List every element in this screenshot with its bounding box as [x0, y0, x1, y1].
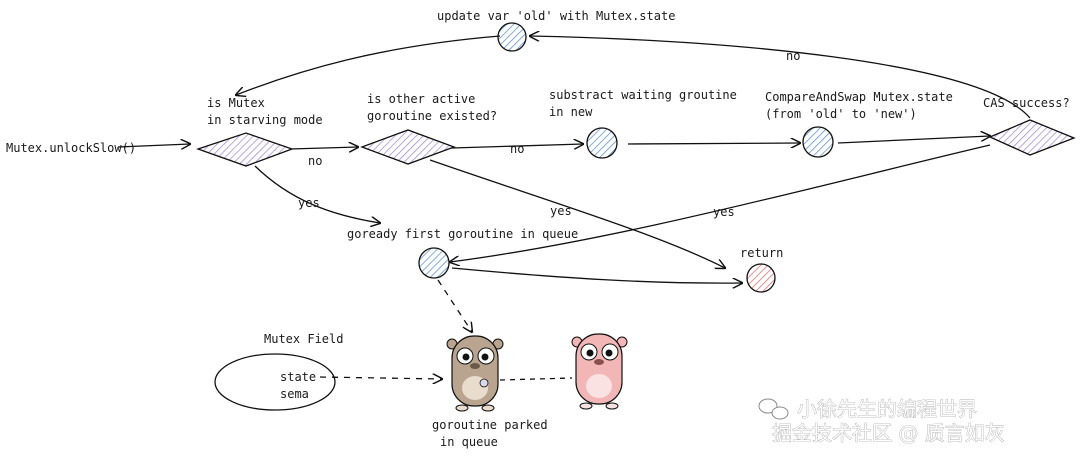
edge-label-no-top: no: [786, 49, 800, 63]
label-update: update var 'old' with Mutex.state: [437, 9, 675, 23]
gopher-pink: [571, 333, 628, 410]
edge-label-no-1: no: [308, 154, 322, 168]
label-parked-2: in queue: [440, 435, 498, 449]
mutex-field-ellipse: [214, 353, 336, 411]
circle-goready: [418, 247, 450, 279]
watermark-line-2: 掘金技术社区 @ 质言如灰: [772, 421, 1005, 445]
diamond-cas-success: [988, 119, 1076, 156]
label-goready: goready first goroutine in queue: [347, 227, 578, 241]
edge-cas-check: [837, 136, 990, 144]
edge-label-yes-starving: yes: [298, 196, 320, 210]
edge-gopher-link: [499, 377, 573, 381]
gopher-brown-parked: [446, 335, 504, 412]
watermark-line-1: 小徐先生的编程世界: [797, 397, 977, 421]
label-other-1: is other active: [367, 92, 475, 106]
watermark: 小徐先生的编程世界 掘金技术社区 @ 质言如灰: [758, 397, 1005, 445]
circle-update-old: [497, 22, 527, 52]
edge-sema-gopher: [319, 377, 442, 379]
label-return: return: [740, 246, 783, 260]
edge-goready-return: [451, 267, 742, 283]
label-cas-1: CompareAndSwap Mutex.state: [765, 90, 953, 104]
label-starving-1: is Mutex: [207, 96, 265, 110]
edge-starving-yes: [254, 165, 380, 223]
diamond-other-active: [360, 129, 456, 165]
edge-other-no: [451, 144, 583, 148]
diamond-starving: [196, 132, 294, 167]
label-cas-2: (from 'old' to 'new'): [765, 107, 917, 121]
label-state: state: [280, 370, 316, 384]
edges: [117, 35, 1031, 381]
circle-return: [746, 263, 776, 293]
label-entry: Mutex.unlockSlow(): [6, 141, 136, 155]
label-mutex-field: Mutex Field: [264, 332, 343, 346]
circle-subtract: [586, 127, 618, 159]
edge-starving-no: [289, 147, 358, 149]
edge-cas-yes: [450, 144, 991, 262]
edge-label-no-2: no: [510, 142, 524, 156]
label-sema: sema: [280, 387, 309, 401]
label-subtract-2: in new: [549, 105, 593, 119]
label-cas-success: CAS success?: [983, 96, 1070, 110]
edge-entry: [117, 144, 190, 147]
edge-goready-parked: [437, 279, 472, 332]
edge-other-yes: [429, 159, 725, 268]
edge-cas-no: [530, 36, 1031, 119]
edge-update-loop: [236, 35, 501, 95]
label-subtract-1: substract waiting groutine: [549, 88, 737, 102]
label-other-2: goroutine existed?: [367, 109, 497, 123]
label-parked-1: goroutine parked: [432, 418, 548, 432]
edge-label-yes-cas: yes: [713, 205, 735, 219]
label-starving-2: in starving mode: [207, 113, 323, 127]
edge-label-yes-other: yes: [550, 204, 572, 218]
wechat-icon: [758, 398, 789, 420]
circle-cas: [802, 126, 834, 158]
edge-subtract-cas: [627, 143, 800, 144]
